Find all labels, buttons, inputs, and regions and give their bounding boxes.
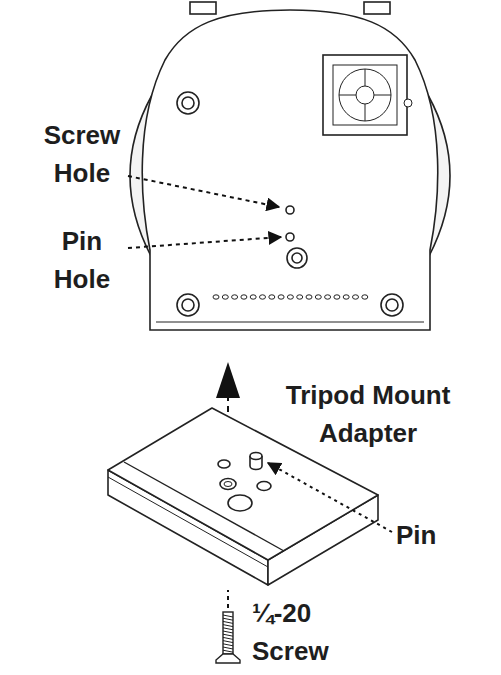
plate-hole	[218, 460, 230, 468]
top-tab	[364, 2, 390, 14]
mount-boss	[292, 253, 302, 263]
thread-line	[223, 647, 233, 649]
plate-hole	[257, 482, 271, 491]
thread-line	[223, 618, 233, 620]
vent-hole	[334, 295, 340, 299]
fan-vent	[323, 55, 407, 135]
thread-line	[223, 625, 233, 627]
vent-hole	[250, 295, 256, 299]
vent-hole	[241, 295, 247, 299]
mount-boss	[287, 248, 307, 268]
thread-line	[223, 628, 233, 630]
mount-direction-arrow	[216, 362, 240, 398]
ground-symbol	[404, 99, 412, 107]
vent-hole	[213, 295, 219, 299]
vent-hole	[222, 295, 228, 299]
screw-path-line	[227, 590, 229, 608]
screw-hole	[220, 479, 236, 490]
thread-line	[223, 644, 233, 646]
vent-holes	[213, 295, 368, 299]
thread-line	[223, 634, 233, 636]
part-label: Screw Hole	[36, 116, 128, 192]
vent-hole	[269, 295, 275, 299]
camera-bottom	[130, 2, 450, 330]
plate-rail	[108, 477, 268, 567]
leader-line	[128, 176, 279, 207]
vent-hole	[232, 295, 238, 299]
thread-line	[223, 621, 233, 623]
vent-hole	[362, 295, 368, 299]
vent-hole	[325, 295, 331, 299]
pin-hole	[286, 233, 294, 241]
vent-hole	[343, 295, 349, 299]
top-tab	[190, 2, 216, 14]
vent-hole	[260, 295, 266, 299]
vent-hole	[287, 295, 293, 299]
vent-hole	[278, 295, 284, 299]
screw-threads	[223, 615, 233, 652]
vent-hole	[315, 295, 321, 299]
plate-hole	[228, 495, 252, 511]
part-label: ¼-20 Screw	[252, 594, 362, 670]
vent-hole	[297, 295, 303, 299]
part-label: Pin	[396, 516, 466, 554]
adapter-pin	[250, 453, 262, 470]
part-label: Tripod Mount Adapter	[250, 376, 486, 452]
leader-line	[128, 237, 281, 248]
vent-hole	[353, 295, 359, 299]
base-edge	[156, 322, 424, 323]
thread-line	[223, 615, 233, 617]
screw-head	[216, 654, 240, 663]
thread-line	[223, 641, 233, 643]
thread-line	[223, 637, 233, 639]
screw-shaft	[223, 612, 233, 654]
thread-line	[223, 650, 233, 652]
vent-hole	[306, 295, 312, 299]
screw-hole	[224, 482, 232, 487]
thread-line	[223, 631, 233, 633]
leader-line	[268, 463, 392, 532]
housing	[142, 10, 437, 330]
plate-rail	[124, 462, 284, 551]
quarter-20-screw	[216, 612, 240, 663]
part-label: Pin Hole	[36, 222, 128, 298]
screw-hole	[286, 206, 294, 214]
